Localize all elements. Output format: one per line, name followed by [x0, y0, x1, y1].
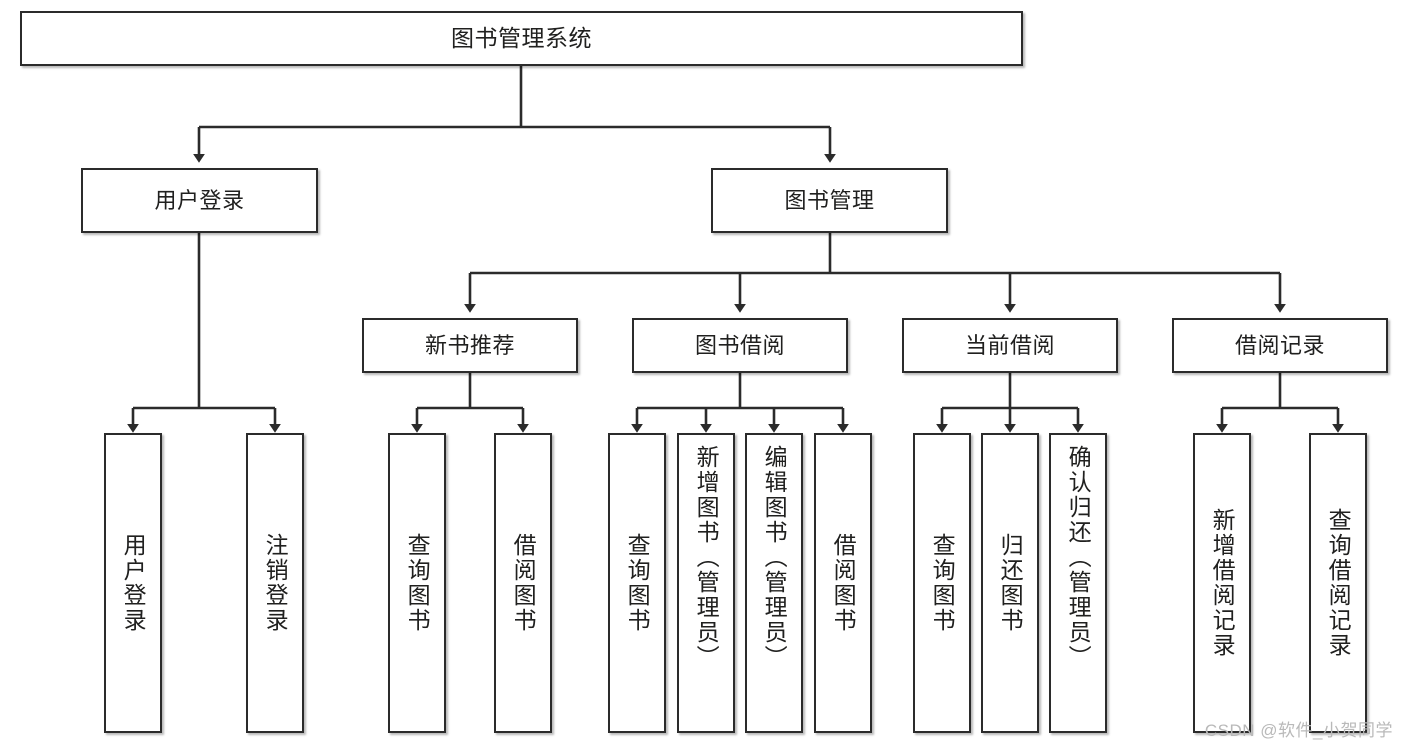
node-leaf-borrow-book-2[interactable]: 借阅图书 — [814, 433, 872, 733]
node-leaf-query-record-label: 查询借阅记录 — [1325, 508, 1352, 658]
node-leaf-query-book-2-label: 查询图书 — [624, 533, 651, 633]
node-leaf-add-record-label: 新增借阅记录 — [1209, 508, 1236, 658]
node-book-manage-label: 图书管理 — [784, 187, 875, 213]
node-book-manage[interactable]: 图书管理 — [711, 168, 948, 233]
node-leaf-return-book-label: 归还图书 — [997, 533, 1024, 633]
node-borrow-record[interactable]: 借阅记录 — [1172, 318, 1388, 373]
node-user-login-label: 用户登录 — [154, 187, 245, 213]
node-current-borrow[interactable]: 当前借阅 — [902, 318, 1118, 373]
node-leaf-query-book-3[interactable]: 查询图书 — [913, 433, 971, 733]
node-leaf-query-book-1[interactable]: 查询图书 — [388, 433, 446, 733]
node-leaf-edit-book-label: 编辑图书（管理员） — [761, 445, 788, 670]
node-leaf-add-book[interactable]: 新增图书（管理员） — [677, 433, 735, 733]
node-leaf-query-book-2[interactable]: 查询图书 — [608, 433, 666, 733]
node-leaf-add-book-label: 新增图书（管理员） — [693, 445, 720, 670]
node-root-system-label: 图书管理系统 — [451, 24, 592, 51]
node-leaf-add-record[interactable]: 新增借阅记录 — [1193, 433, 1251, 733]
watermark-text: CSDN @软件_小贺同学 — [1204, 721, 1393, 740]
node-book-borrow-label: 图书借阅 — [694, 332, 785, 358]
node-leaf-confirm-return[interactable]: 确认归还（管理员） — [1049, 433, 1107, 733]
node-leaf-borrow-book-1[interactable]: 借阅图书 — [494, 433, 552, 733]
node-leaf-user-login-label: 用户登录 — [120, 533, 147, 633]
node-leaf-user-logout[interactable]: 注销登录 — [246, 433, 304, 733]
node-new-book-recommend-label: 新书推荐 — [424, 332, 515, 358]
node-book-borrow[interactable]: 图书借阅 — [632, 318, 848, 373]
node-leaf-query-book-3-label: 查询图书 — [929, 533, 956, 633]
node-leaf-return-book[interactable]: 归还图书 — [981, 433, 1039, 733]
node-leaf-query-record[interactable]: 查询借阅记录 — [1309, 433, 1367, 733]
node-leaf-edit-book[interactable]: 编辑图书（管理员） — [745, 433, 803, 733]
node-root-system[interactable]: 图书管理系统 — [20, 11, 1023, 66]
node-leaf-user-logout-label: 注销登录 — [262, 533, 289, 633]
node-new-book-recommend[interactable]: 新书推荐 — [362, 318, 578, 373]
node-leaf-confirm-return-label: 确认归还（管理员） — [1065, 445, 1092, 670]
node-leaf-borrow-book-1-label: 借阅图书 — [510, 533, 537, 633]
node-leaf-user-login[interactable]: 用户登录 — [104, 433, 162, 733]
node-leaf-query-book-1-label: 查询图书 — [404, 533, 431, 633]
node-borrow-record-label: 借阅记录 — [1234, 332, 1325, 358]
node-leaf-borrow-book-2-label: 借阅图书 — [830, 533, 857, 633]
node-user-login[interactable]: 用户登录 — [81, 168, 318, 233]
node-current-borrow-label: 当前借阅 — [964, 332, 1055, 358]
